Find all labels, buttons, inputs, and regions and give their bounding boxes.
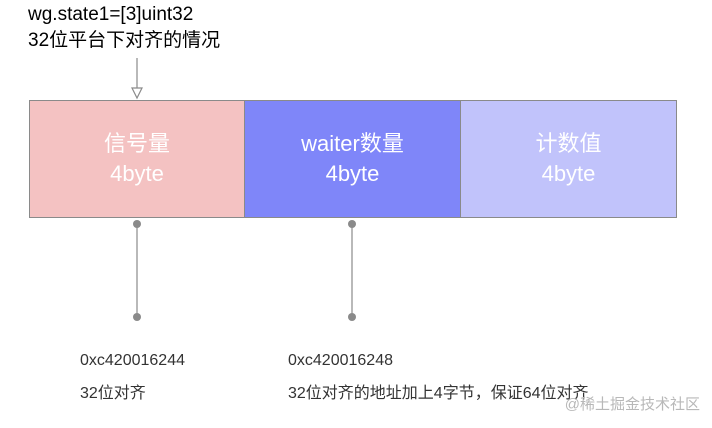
- title-line-1: wg.state1=[3]uint32: [28, 4, 194, 25]
- cell-name: waiter数量: [301, 131, 404, 156]
- connector-dot-top: [348, 220, 356, 228]
- memory-cell-waiter-count: waiter数量 4byte: [244, 100, 461, 218]
- memory-cell-counter: 计数值 4byte: [460, 100, 677, 218]
- watermark: @稀土掘金技术社区: [564, 396, 700, 413]
- cell-size: 4byte: [541, 161, 596, 186]
- address-label: 0xc420016244: [80, 352, 185, 369]
- alignment-note: 32位对齐的地址加上4字节，保证64位对齐: [288, 385, 589, 402]
- cell-size: 4byte: [325, 161, 380, 186]
- pointer-arrow-head: [131, 87, 143, 100]
- cell-size: 4byte: [110, 161, 164, 186]
- title-line-2: 32位平台下对齐的情况: [28, 30, 221, 51]
- alignment-note: 32位对齐: [80, 385, 146, 402]
- connector-0: [133, 220, 141, 321]
- cell-name: 信号量: [103, 131, 170, 156]
- cell-name: 计数值: [535, 131, 602, 156]
- connector-dot-bottom: [133, 313, 141, 321]
- address-label: 0xc420016248: [288, 352, 393, 369]
- connector-dot-top: [133, 220, 141, 228]
- memory-cell-semaphore: 信号量 4byte: [29, 100, 245, 218]
- connector-dot-bottom: [348, 313, 356, 321]
- connector-1: [348, 220, 356, 321]
